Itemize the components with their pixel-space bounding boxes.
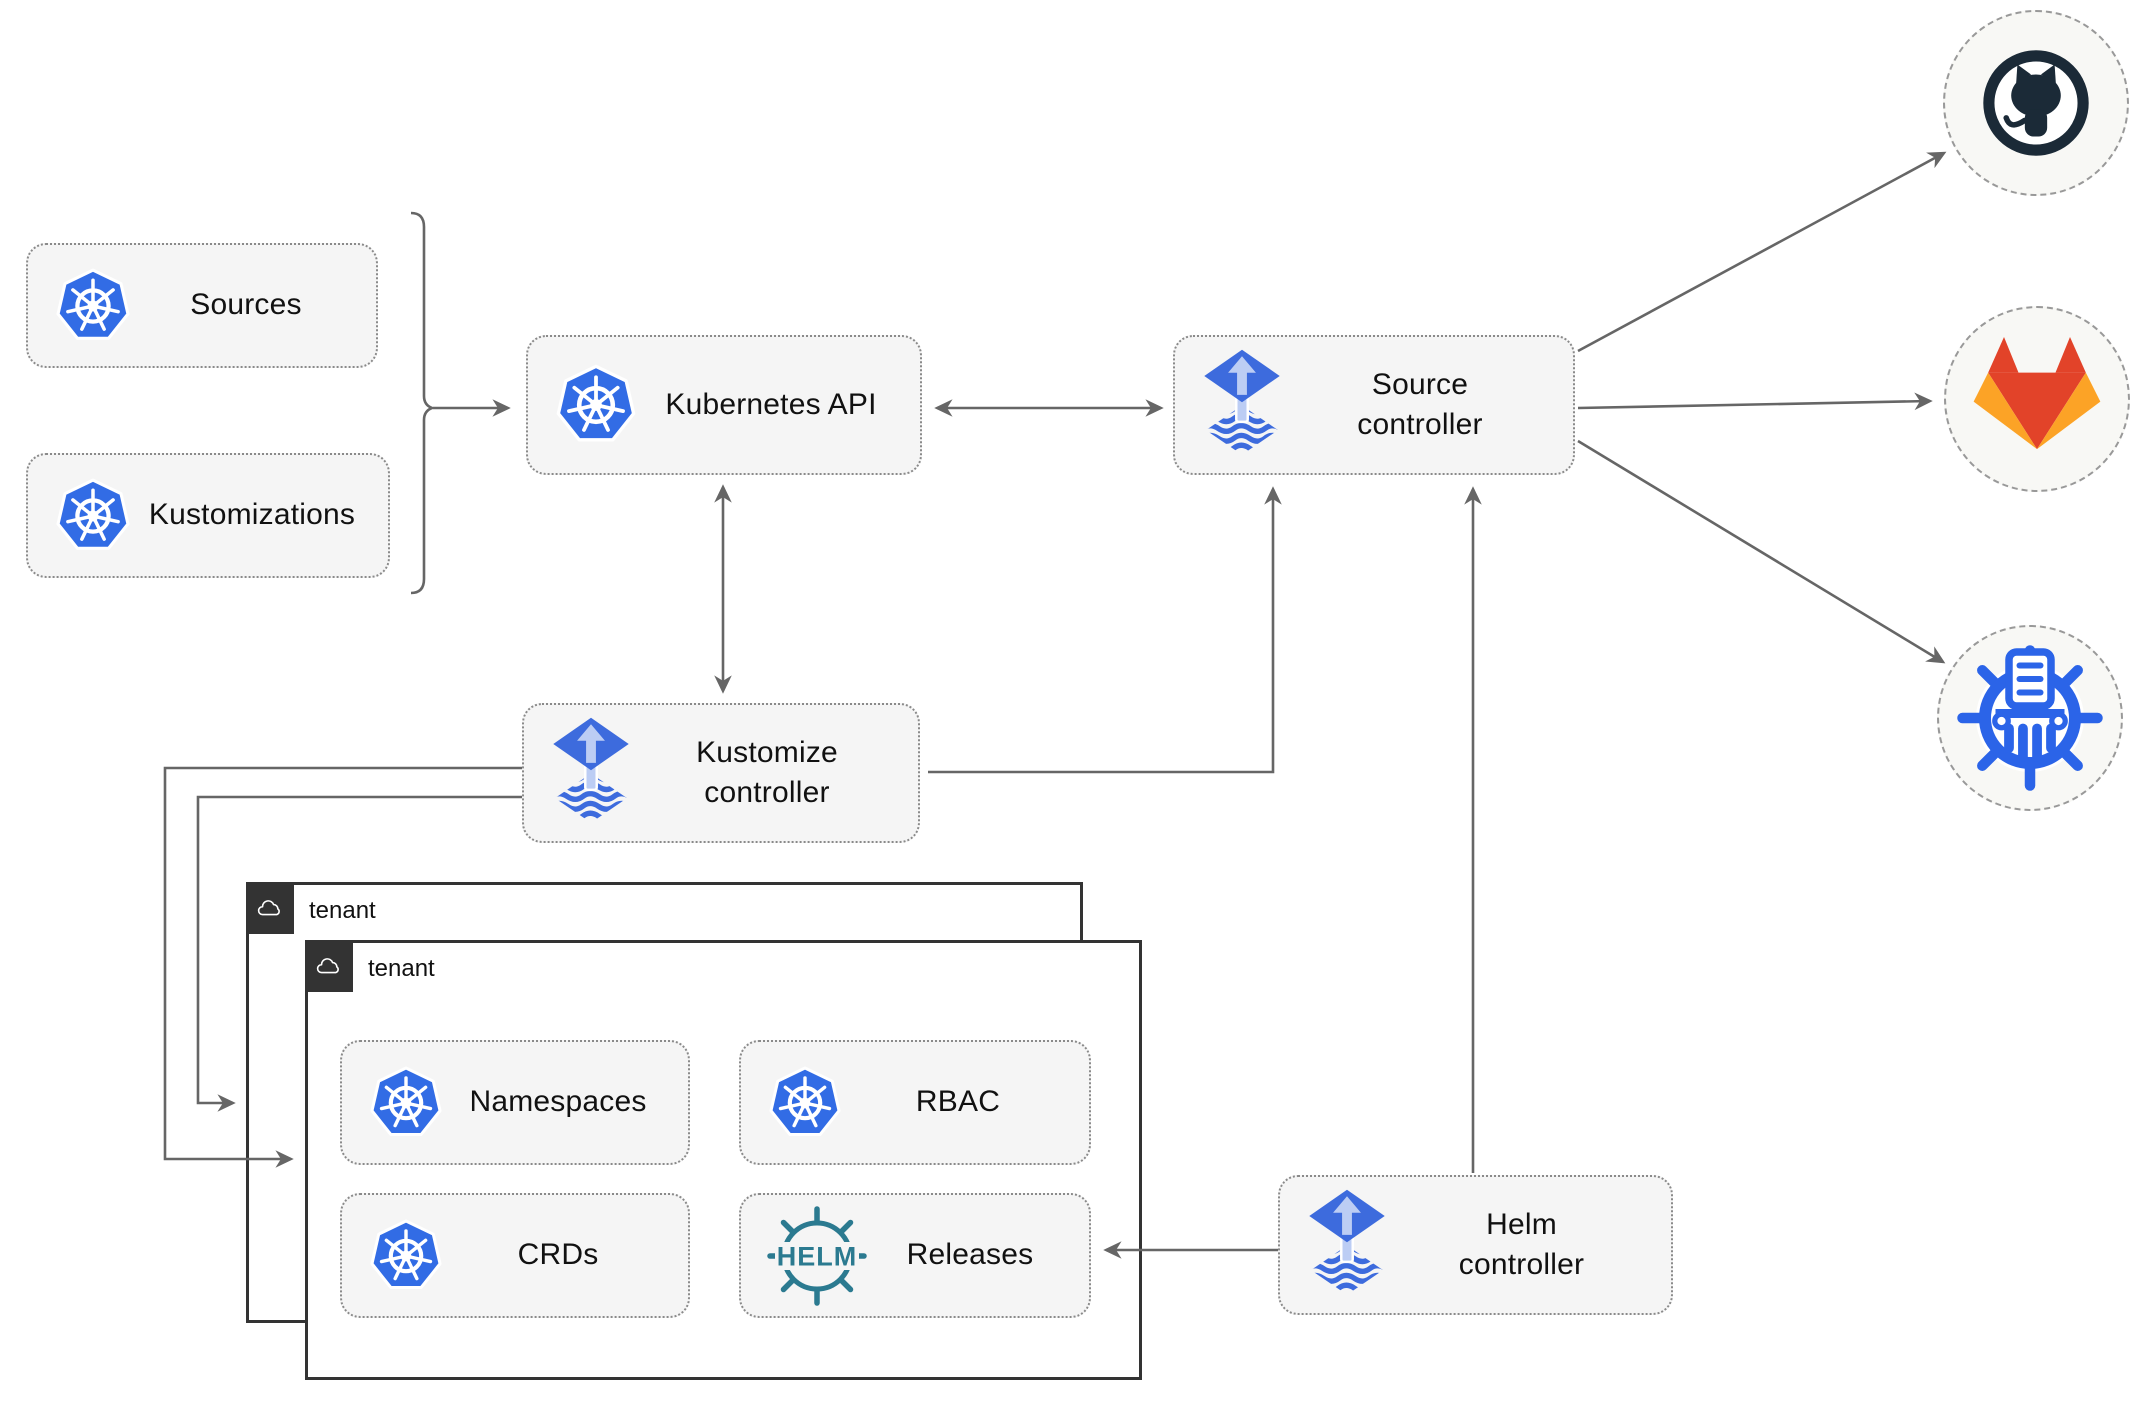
chartmuseum-wheel-icon — [1955, 643, 2105, 793]
node-kustomize-controller-label: Kustomize controller — [696, 735, 838, 810]
kubernetes-wheel-icon — [767, 1065, 843, 1141]
flux-icon — [1201, 348, 1283, 463]
node-namespaces-label: Namespaces — [469, 1085, 647, 1119]
wire-sources-group-bracket — [410, 211, 436, 595]
github-octocat-icon — [1974, 41, 2098, 165]
kubernetes-wheel-icon — [554, 363, 638, 447]
node-crds-label: CRDs — [517, 1238, 599, 1272]
flux-icon — [550, 716, 632, 831]
kubernetes-wheel-icon — [368, 1218, 444, 1294]
kubernetes-wheel-icon — [54, 477, 132, 555]
node-sources[interactable]: Sources — [26, 243, 378, 368]
node-kustomizations-label: Kustomizations — [148, 498, 356, 532]
endpoint-github[interactable] — [1943, 10, 2129, 196]
node-source-controller[interactable]: Source controller — [1173, 335, 1575, 475]
node-releases[interactable]: Releases — [739, 1193, 1091, 1318]
node-releases-label: Releases — [906, 1238, 1034, 1272]
kubernetes-wheel-icon — [54, 267, 132, 345]
tenant-outer-label: tenant — [309, 897, 376, 924]
node-namespaces[interactable]: Namespaces — [340, 1040, 690, 1165]
cloud-icon — [254, 896, 286, 921]
tenant-inner-tab — [305, 940, 353, 992]
flux-icon — [1306, 1188, 1388, 1303]
tenant-inner-label: tenant — [368, 955, 435, 982]
wire-source-controller-to-gitlab — [1577, 392, 1933, 411]
node-helm-controller[interactable]: Helm controller — [1278, 1175, 1673, 1315]
cloud-icon — [313, 954, 345, 979]
kubernetes-wheel-icon — [368, 1065, 444, 1141]
node-crds[interactable]: CRDs — [340, 1193, 690, 1318]
node-sources-label: Sources — [190, 288, 302, 322]
node-helm-controller-label: Helm controller — [1458, 1207, 1585, 1282]
node-rbac[interactable]: RBAC — [739, 1040, 1091, 1165]
node-kustomize-controller[interactable]: Kustomize controller — [522, 703, 920, 843]
endpoint-gitlab[interactable] — [1944, 306, 2130, 492]
gitlab-tanuki-icon — [1971, 333, 2103, 465]
wire-kustomize-controller-to-source-controller — [928, 486, 1282, 774]
node-kubernetes-api-label: Kubernetes API — [665, 387, 877, 421]
wire-source-controller-to-chartmuseum — [1577, 439, 1946, 664]
node-kustomizations[interactable]: Kustomizations — [26, 453, 390, 578]
endpoint-chartmuseum[interactable] — [1937, 625, 2123, 811]
node-source-controller-label: Source controller — [1357, 367, 1483, 442]
node-kubernetes-api[interactable]: Kubernetes API — [526, 335, 922, 475]
wire-source-controller-to-github — [1577, 151, 1947, 353]
helm-wheel-icon — [767, 1206, 867, 1306]
tenant-outer-tab — [246, 882, 294, 934]
node-rbac-label: RBAC — [915, 1085, 1001, 1119]
